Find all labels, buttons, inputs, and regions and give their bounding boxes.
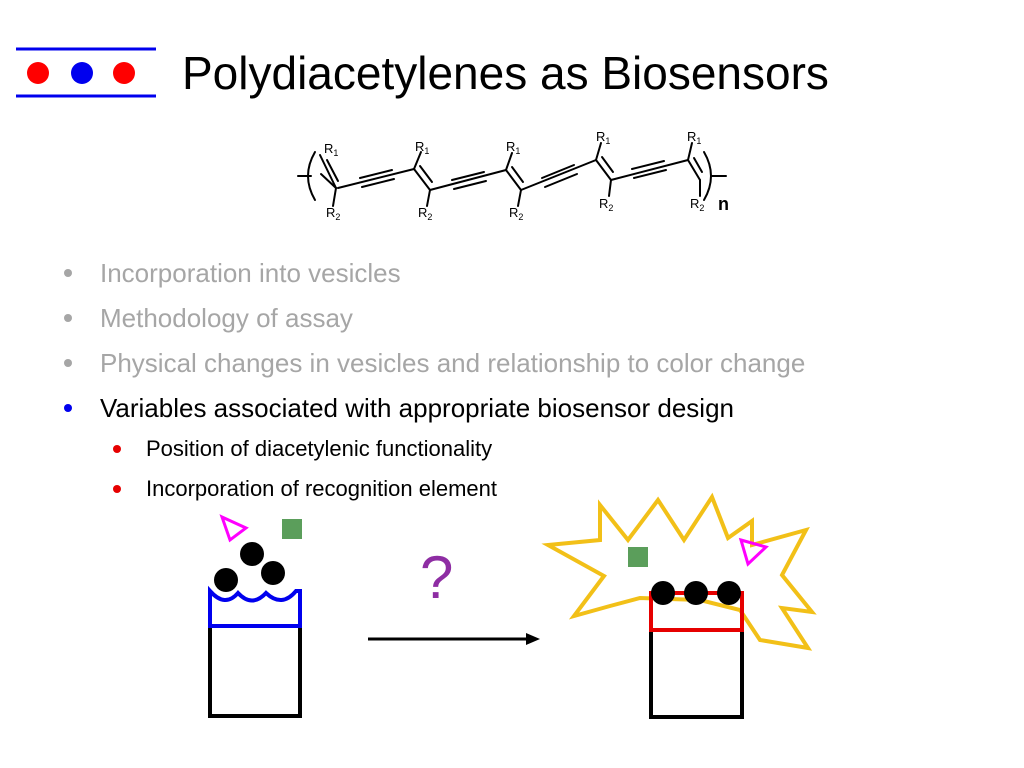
sub-bullet-dot bbox=[113, 485, 121, 493]
bullet-text: Methodology of assay bbox=[100, 303, 353, 333]
sub-bullet-dot bbox=[113, 445, 121, 453]
r2-label-3: R2 bbox=[509, 205, 523, 222]
bullet-dot bbox=[64, 359, 72, 367]
right-vesicle-body bbox=[649, 628, 744, 719]
bullet-dot bbox=[64, 269, 72, 277]
bullet-item-1: Incorporation into vesicles bbox=[64, 258, 401, 288]
slide-title: Polydiacetylenes as Biosensors bbox=[182, 47, 829, 99]
analyte-dot bbox=[261, 561, 285, 585]
question-mark: ? bbox=[420, 544, 454, 611]
bullet-text: Physical changes in vesicles and relatio… bbox=[100, 348, 806, 378]
left-vesicle bbox=[208, 585, 302, 718]
formula-bonds bbox=[297, 142, 727, 207]
bound-analyte-dot bbox=[684, 581, 708, 605]
analyte-dot bbox=[240, 542, 264, 566]
left-vesicle-receptor-blue bbox=[208, 585, 302, 628]
sub-bullet-item-1: Position of diacetylenic functionality bbox=[113, 436, 493, 462]
r1-label-1: R1 bbox=[324, 141, 338, 158]
bullet-item-2: Methodology of assay bbox=[64, 303, 353, 333]
arrow-head-icon bbox=[526, 633, 540, 645]
bullet-text: Variables associated with appropriate bi… bbox=[100, 393, 735, 423]
square-analyte-icon bbox=[282, 519, 302, 539]
logo-dot-red-left bbox=[27, 62, 49, 84]
triangle-analyte-icon bbox=[219, 514, 249, 543]
left-vesicle-body bbox=[208, 624, 302, 718]
r1-label-4: R1 bbox=[596, 129, 610, 146]
logo-dot-blue bbox=[71, 62, 93, 84]
r2-label-2: R2 bbox=[418, 205, 432, 222]
sub-bullet-text: Incorporation of recognition element bbox=[146, 476, 497, 501]
bullet-dot bbox=[64, 404, 72, 412]
polydiacetylene-formula: R1 R1 R1 R1 R1 R2 R2 R2 R2 R2 n bbox=[297, 129, 729, 222]
r1-label-3: R1 bbox=[506, 139, 520, 156]
bound-analyte-dot bbox=[651, 581, 675, 605]
slide-logo bbox=[16, 47, 156, 98]
sub-bullet-text: Position of diacetylenic functionality bbox=[146, 436, 493, 461]
bullet-item-3: Physical changes in vesicles and relatio… bbox=[64, 348, 806, 378]
r2-label-4: R2 bbox=[599, 196, 613, 213]
triangle-analyte-icon bbox=[738, 537, 769, 567]
logo-dot-red-right bbox=[113, 62, 135, 84]
square-analyte-icon bbox=[628, 547, 648, 567]
bullet-item-4: Variables associated with appropriate bi… bbox=[64, 393, 735, 423]
sub-bullet-item-2: Incorporation of recognition element bbox=[113, 476, 497, 502]
color-change-burst bbox=[541, 492, 817, 651]
bullet-text: Incorporation into vesicles bbox=[100, 258, 401, 288]
repeat-unit-n: n bbox=[718, 194, 729, 214]
r2-label-5: R2 bbox=[690, 196, 704, 213]
analyte-dot bbox=[214, 568, 238, 592]
r2-label-1: R2 bbox=[326, 205, 340, 222]
bullet-dot bbox=[64, 314, 72, 322]
r1-label-2: R1 bbox=[415, 139, 429, 156]
r1-label-5: R1 bbox=[687, 129, 701, 146]
bound-analyte-dot bbox=[717, 581, 741, 605]
right-vesicle bbox=[649, 591, 744, 719]
